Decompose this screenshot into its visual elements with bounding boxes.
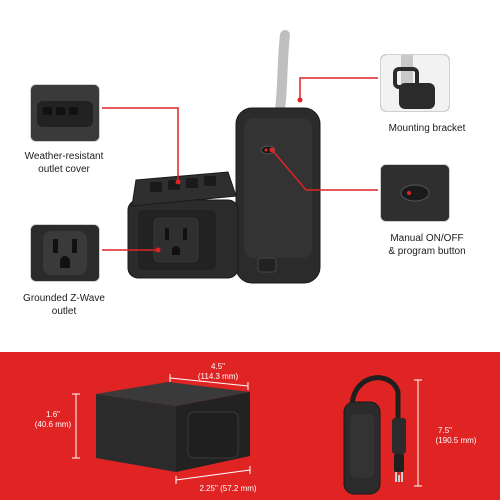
inset-mounting-bracket bbox=[380, 54, 450, 112]
label-manual-button: Manual ON/OFF & program button bbox=[388, 233, 466, 257]
dimension-depth: 2.25" (57.2 mm) bbox=[178, 484, 278, 494]
bottom-port-icon bbox=[257, 257, 277, 273]
inset-manual-button bbox=[380, 164, 450, 222]
dimension-device bbox=[96, 382, 250, 472]
outlet-slot-right bbox=[183, 228, 187, 240]
dimension-device-right bbox=[343, 375, 406, 495]
outlet-slot-left bbox=[165, 228, 169, 240]
dimension-lines bbox=[72, 374, 251, 484]
inset-zwave-outlet bbox=[30, 224, 100, 282]
callout-line bbox=[102, 77, 378, 251]
dimension-lines-right bbox=[414, 379, 422, 487]
dimension-height-inches: 1.6" bbox=[46, 410, 60, 419]
label-zwave-outlet: Grounded Z-Wave outlet bbox=[23, 293, 105, 317]
dimension-depth-mm: (57.2 mm) bbox=[220, 484, 257, 493]
dimension-cord-inches: 7.5" bbox=[438, 426, 452, 435]
device-face-icon bbox=[244, 118, 312, 258]
cover-vent-icon bbox=[150, 182, 162, 192]
label-weather-cover: Weather-resistant outlet cover bbox=[24, 151, 104, 175]
cover-vent-icon bbox=[186, 178, 198, 188]
power-cord bbox=[275, 30, 290, 115]
dimension-width-mm: (114.3 mm) bbox=[197, 372, 239, 381]
label-mounting-bracket: Mounting bracket bbox=[388, 123, 466, 134]
dimension-height-mm: (40.6 mm) bbox=[34, 420, 72, 429]
dimension-width-inches: 4.5" bbox=[211, 362, 225, 371]
dimension-depth-inches: 2.25" bbox=[199, 484, 218, 493]
led-icon bbox=[264, 148, 268, 152]
outlet-ground-icon bbox=[172, 246, 180, 255]
cover-closeup-icon bbox=[31, 85, 99, 141]
dimension-cord-mm: (190.5 mm) bbox=[435, 436, 477, 445]
button-closeup-icon bbox=[381, 165, 449, 221]
bracket-closeup-icon bbox=[381, 55, 449, 111]
inset-outlet-cover bbox=[30, 84, 100, 142]
callout-dot bbox=[155, 97, 303, 253]
cover-vent-icon bbox=[204, 176, 216, 186]
outlet-closeup-icon bbox=[31, 225, 99, 281]
plug-prong-icon bbox=[395, 472, 403, 482]
